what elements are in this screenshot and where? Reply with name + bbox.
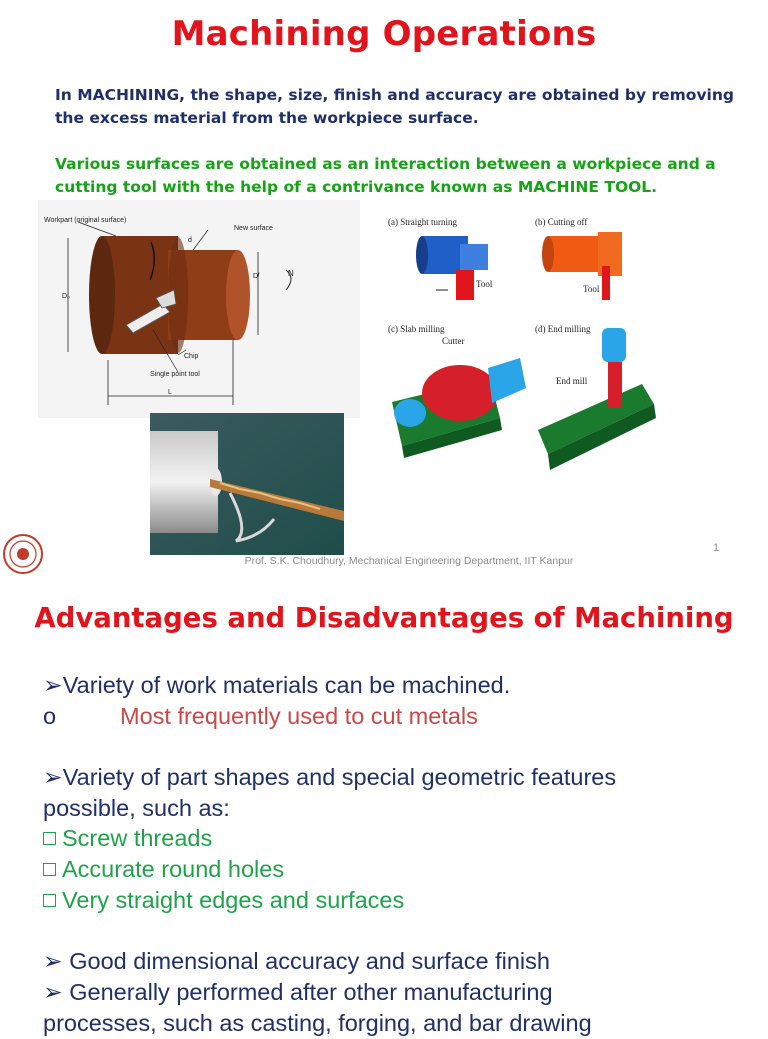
cutting-off-caption: (b) Cutting off [535,217,587,227]
turning-diagram: Workpart (original surface) New surface … [38,200,360,418]
bullet-performed-line1: ➢ Generally performed after other manufa… [43,979,553,1005]
feature-item: Very straight edges and surfaces [43,885,404,916]
operations-diagram: (a) Straight turning (b) Cutting off (c)… [380,208,670,474]
feature-item: Accurate round holes [43,854,284,885]
workpart-label: Workpart (original surface) [44,217,126,224]
checkbox-icon [43,894,56,907]
straight-turning-caption: (a) Straight turning [388,217,457,227]
advantages-title: Advantages and Disadvantages of Machinin… [34,602,734,634]
feature-label: Accurate round holes [62,856,285,882]
drilling-photo [150,413,344,555]
slab-milling-caption: (c) Slab milling [388,324,445,334]
sub-bullet-metals: Most frequently used to cut metals [120,703,478,729]
feature-label: Screw threads [62,825,213,851]
footer-credit: Prof. S.K. Choudhury, Mechanical Enginee… [244,555,574,567]
depth-label: d [188,237,192,244]
bullet-shapes-line2: possible, such as: [43,795,230,821]
bullet-materials: ➢Variety of work materials can be machin… [43,672,511,698]
tool-b-label: Tool [583,284,600,294]
checkbox-icon [43,863,56,876]
iit-kanpur-seal-icon [3,534,43,574]
cutter-label: Cutter [442,336,465,346]
tool-label: Single point tool [150,371,200,378]
rpm-label: N [288,269,294,278]
sub-bullet-marker: o [43,703,57,729]
page-number: 1 [713,542,720,554]
end-mill-label: End mill [556,376,588,386]
end-milling-caption: (d) End milling [535,324,591,334]
checkbox-icon [43,832,56,845]
machine-tool-paragraph: Various surfaces are obtained as an inte… [55,155,716,196]
intro-paragraph: In MACHINING, the shape, size, finish an… [55,86,734,127]
chip-label: Chip [184,353,199,360]
bullet-accuracy: ➢ Good dimensional accuracy and surface … [43,948,550,974]
new-surface-label: New surface [234,225,273,232]
feature-label: Very straight edges and surfaces [62,887,405,913]
bullet-shapes-line1: ➢Variety of part shapes and special geom… [43,764,617,790]
df-label: Dᶠ [253,273,260,280]
feature-item: Screw threads [43,823,212,854]
slide-title: Machining Operations [171,14,597,54]
d0-label: D₀ [62,293,70,300]
tool-a-label: Tool [476,279,493,289]
length-label: L [168,389,172,396]
